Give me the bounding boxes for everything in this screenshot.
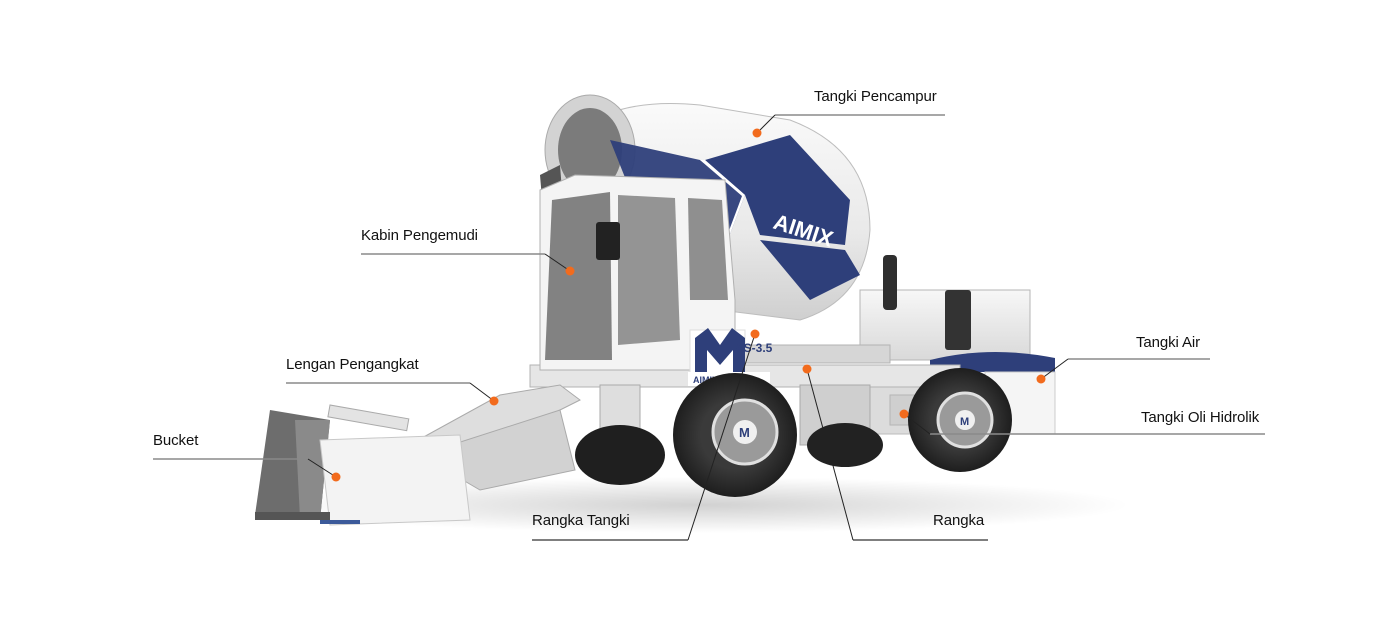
label-rangka: Rangka	[933, 512, 985, 529]
hidden-rear-wheel	[807, 423, 883, 467]
label-rangka-tangki: Rangka Tangki	[532, 512, 630, 529]
label-tangki-air: Tangki Air	[1136, 334, 1201, 351]
svg-text:M: M	[739, 425, 750, 440]
svg-text:M: M	[960, 416, 969, 428]
label-bucket: Bucket	[153, 432, 199, 449]
label-tangki-oli-hidrolik: Tangki Oli Hidrolik	[1141, 409, 1260, 426]
label-tangki-pencampur: Tangki Pencampur	[814, 88, 937, 105]
label-lengan-pengangkat: Lengan Pengangkat	[286, 356, 419, 373]
label-kabin-pengemudi: Kabin Pengemudi	[361, 227, 478, 244]
front-wheel: M	[673, 373, 797, 497]
rear-wheel: M	[908, 368, 1012, 472]
model-badge-text: AS-3.5	[735, 341, 773, 355]
driver-cabin: AIMIX GROUP AS-3.5	[539, 174, 773, 386]
hidden-front-wheel	[575, 425, 665, 485]
loader-bucket	[255, 410, 471, 526]
